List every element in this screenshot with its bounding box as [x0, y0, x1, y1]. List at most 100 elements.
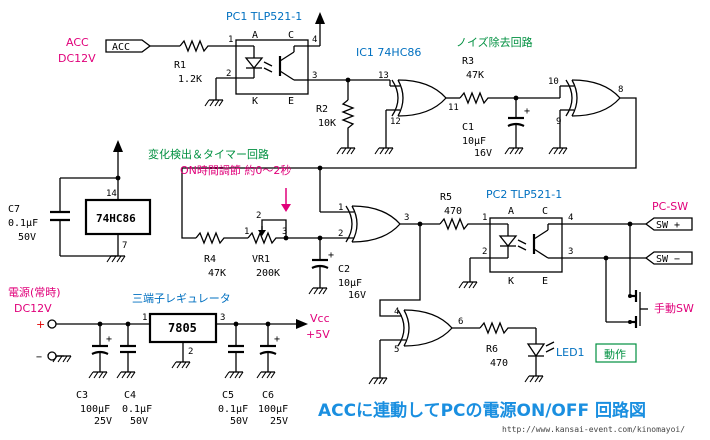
- c5-value: 0.1μF: [218, 404, 248, 415]
- pin-label: 8: [618, 85, 623, 95]
- c3-voltage: 25V: [94, 416, 112, 427]
- power-plus-sign: +: [36, 318, 45, 331]
- c2-ref: C2: [338, 264, 350, 275]
- pin-label: A: [252, 30, 258, 41]
- ic1-label: IC1 74HC86: [356, 46, 421, 59]
- pin-label: 2: [338, 229, 343, 239]
- c2-capacitor: [311, 238, 329, 288]
- c1-voltage: 16V: [474, 148, 492, 159]
- acc-label: ACC: [66, 36, 89, 49]
- pin-label: 3: [312, 71, 317, 81]
- ic-power-box-label: 74HC86: [96, 212, 136, 225]
- r4-value: 47K: [208, 268, 226, 279]
- regulator-part-label: 7805: [168, 321, 197, 335]
- pin-label: 5: [394, 345, 399, 355]
- source-url: http://www.kansai-event.com/kinomayoi/: [502, 425, 685, 434]
- noise-filter-label: ノイズ除去回路: [456, 35, 533, 49]
- c2-voltage: 16V: [348, 290, 366, 301]
- c5-capacitor: [228, 324, 244, 372]
- r5-resistor: [439, 217, 490, 231]
- c4-voltage: 50V: [130, 416, 148, 427]
- c4-value: 0.1μF: [122, 404, 152, 415]
- c6-plus-sign: +: [274, 334, 280, 345]
- r4-resistor: [195, 231, 248, 245]
- pcsw-label: PC-SW: [652, 200, 688, 213]
- pin-label: 4: [312, 35, 317, 45]
- pin-label: K: [252, 96, 258, 107]
- vcc-label: Vcc: [310, 312, 330, 325]
- pin-label: 2: [226, 69, 231, 79]
- r6-value: 470: [490, 358, 508, 369]
- pin-label: 2: [188, 347, 193, 357]
- pin-label: E: [542, 276, 548, 287]
- pc2-optocoupler: [489, 217, 563, 273]
- pc1-optocoupler: [235, 39, 320, 95]
- sw-plus-terminal: [644, 217, 693, 231]
- diagram-title: ACCに連動してPCの電源ON/OFF 回路図: [318, 400, 646, 421]
- power-plus-terminal: [47, 319, 57, 329]
- led1: [526, 328, 555, 376]
- c6-ref: C6: [262, 390, 274, 401]
- c1-value: 10μF: [462, 136, 486, 147]
- pin-label: 14: [106, 189, 117, 199]
- acc-box-label: ACC: [112, 42, 130, 53]
- pin-label: 10: [548, 77, 559, 87]
- pc2-label: PC2 TLP521-1: [486, 188, 562, 201]
- led-action-box: [595, 343, 637, 363]
- vr1-potentiometer: [247, 231, 320, 245]
- pin-label: 7: [122, 241, 127, 251]
- r2-resistor: [341, 99, 355, 148]
- pin-label: 2: [256, 211, 261, 221]
- led1-label: LED1: [556, 346, 585, 359]
- ic1-xor-gate-b: [559, 79, 621, 148]
- r5-ref: R5: [440, 192, 452, 203]
- vr1-ref: VR1: [252, 254, 270, 265]
- pc1-label: PC1 TLP521-1: [226, 10, 302, 23]
- r5-value: 470: [444, 206, 462, 217]
- pin-label: 4: [394, 307, 399, 317]
- pin-label: 1: [244, 227, 249, 237]
- r3-value: 47K: [466, 70, 484, 81]
- r6-resistor: [479, 321, 536, 335]
- pin-label: K: [508, 276, 514, 287]
- c5-voltage: 50V: [230, 416, 248, 427]
- pin-label: 11: [448, 103, 459, 113]
- r3-resistor: [459, 91, 560, 105]
- regulator-label: 三端子レギュレータ: [132, 292, 231, 305]
- pin-label: 9: [556, 117, 561, 127]
- ic1-xor-gate-d: [379, 309, 453, 378]
- manual-sw-label: 手動SW: [654, 301, 694, 315]
- power-voltage-label: DC12V: [14, 302, 52, 315]
- pin-label: 6: [458, 317, 463, 327]
- c2-plus-sign: +: [328, 250, 334, 261]
- sw-plus-label: SW +: [656, 220, 680, 231]
- r1-value: 1.2K: [178, 74, 202, 85]
- c7-value: 0.1μF: [8, 218, 38, 229]
- c5-ref: C5: [222, 390, 234, 401]
- on-time-label: ON時間調節 約0～2秒: [180, 163, 291, 177]
- pin-label: 4: [568, 213, 573, 223]
- pin-label: 3: [404, 213, 409, 223]
- pin-label: E: [288, 96, 294, 107]
- c1-ref: C1: [462, 122, 474, 133]
- c6-voltage: 25V: [270, 416, 288, 427]
- pin-label: 1: [482, 213, 487, 223]
- c1-capacitor: [507, 98, 525, 148]
- vr1-value: 200K: [256, 268, 280, 279]
- c3-plus-sign: +: [106, 334, 112, 345]
- r2-value: 10K: [318, 118, 336, 129]
- led-action-label: 動作: [604, 347, 626, 361]
- pin-label: 12: [390, 117, 401, 127]
- r3-ref: R3: [462, 56, 474, 67]
- pin-label: 13: [378, 71, 389, 81]
- sw-minus-terminal: [644, 251, 693, 265]
- pin-label: 3: [282, 227, 287, 237]
- change-detect-label: 変化検出＆タイマー回路: [148, 147, 269, 161]
- c1-plus-sign: +: [524, 106, 530, 117]
- power-minus-sign: −: [36, 352, 42, 363]
- c7-voltage: 50V: [18, 232, 36, 243]
- pin-label: 1: [338, 203, 343, 213]
- r4-ref: R4: [204, 254, 216, 265]
- c3-ref: C3: [76, 390, 88, 401]
